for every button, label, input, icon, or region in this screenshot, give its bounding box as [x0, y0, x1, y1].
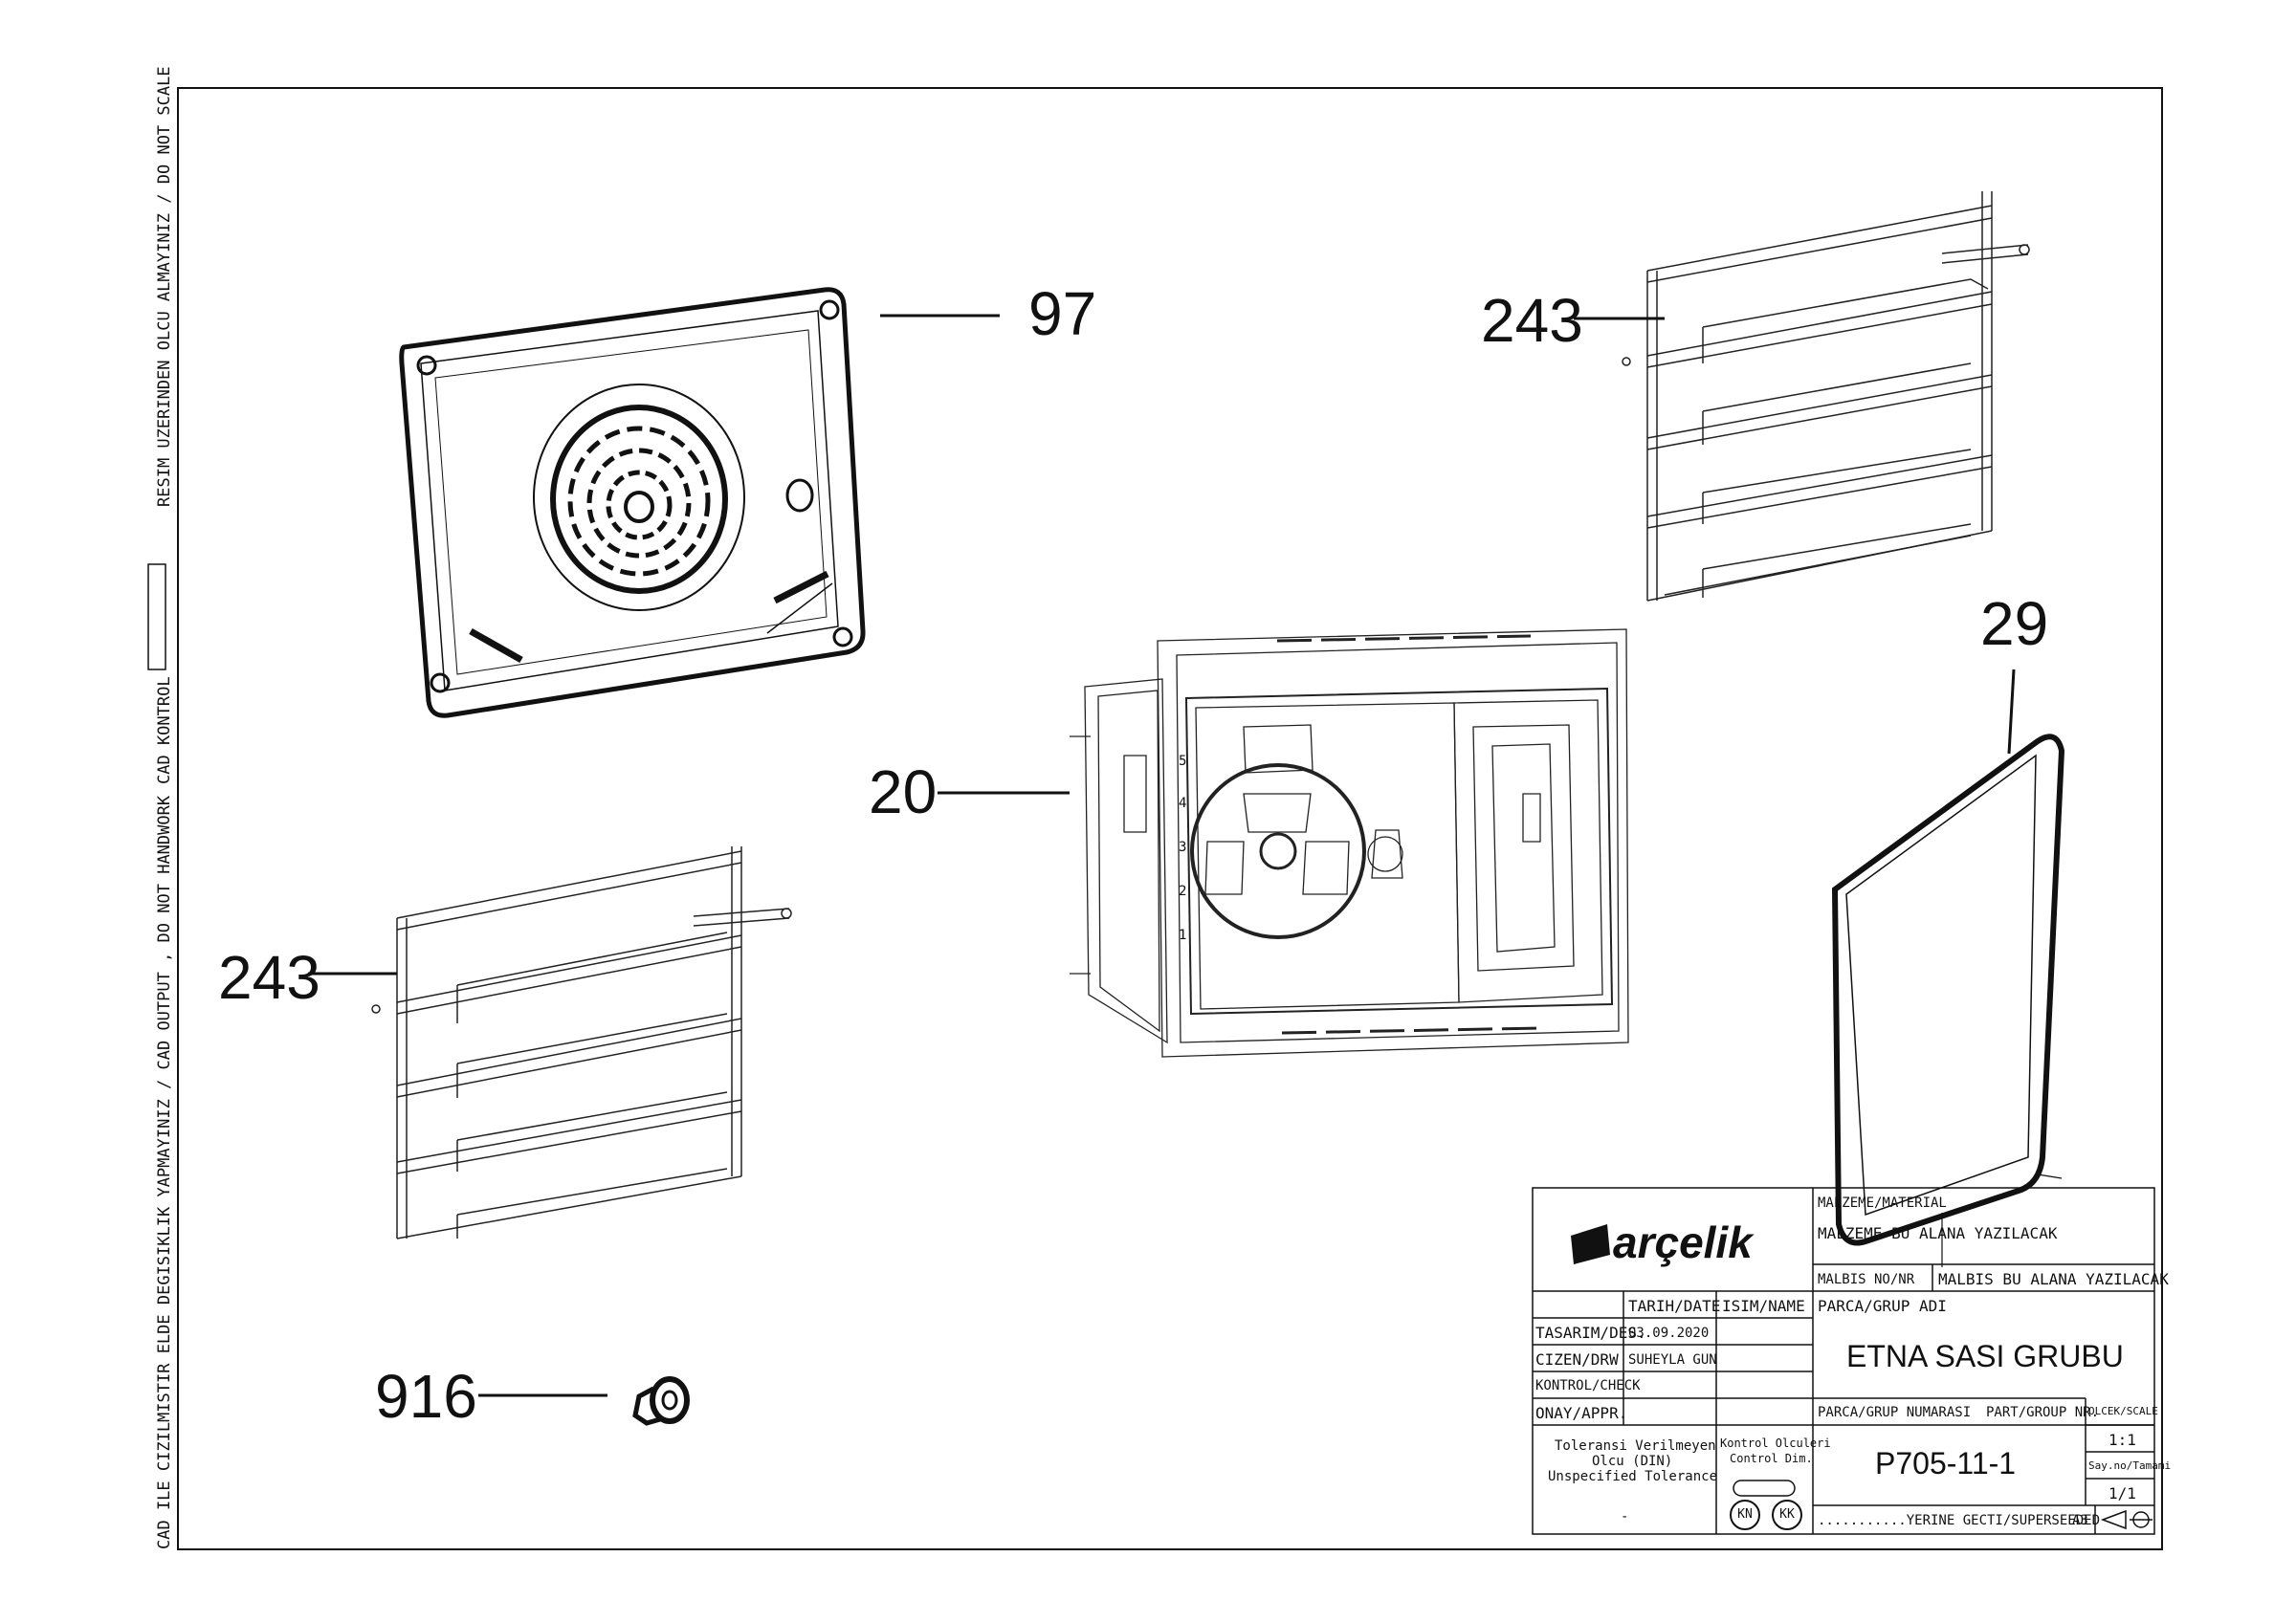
rail-number-2: 2: [1179, 884, 1187, 899]
arcelik-logo-mark: [1571, 1224, 1610, 1264]
row-date-drawn: SUHEYLA GUN: [1628, 1352, 1717, 1368]
part-number-label-en: PART/GROUP NR.: [1986, 1405, 2100, 1420]
name-header: ISIM/NAME: [1722, 1297, 1805, 1315]
callout-243-left: 243: [218, 943, 320, 1012]
cad-kontrol-note: CAD KONTROL: [155, 676, 174, 784]
callout-916: 916: [375, 1362, 477, 1431]
scale-value: 1:1: [2108, 1431, 2136, 1449]
scale-label: OLCEK/SCALE: [2088, 1405, 2158, 1417]
door-gasket-part: [1835, 736, 2062, 1267]
sheet-size: A3: [2072, 1513, 2088, 1528]
superseded-text: ...........YERINE GECTI/SUPERSEEDED: [1818, 1513, 2101, 1528]
rail-number-5: 5: [1179, 754, 1187, 769]
row-label-approve: ONAY/APPR.: [1535, 1404, 1628, 1422]
rail-number-3: 3: [1179, 840, 1187, 855]
arcelik-logo: arçelik: [1613, 1217, 1753, 1267]
fan-cover-part: [402, 290, 863, 715]
part-number-label: PARCA/GRUP NUMARASI: [1818, 1405, 1972, 1420]
tolerance-line-1: Toleransi Verilmeyen: [1555, 1438, 1716, 1454]
drawing-frame: [178, 88, 2162, 1549]
sheet-value: 1/1: [2108, 1484, 2136, 1502]
row-date-design: 03.09.2020: [1628, 1326, 1710, 1341]
wire-rack-left: [372, 846, 791, 1239]
do-not-scale-note: RESIM UZERINDEN OLCU ALMAYINIZ / DO NOT …: [155, 66, 174, 507]
bush-part: [635, 1379, 687, 1423]
callout-29: 29: [1980, 589, 2049, 658]
tolerance-line-2: Olcu (DIN): [1592, 1454, 1673, 1469]
rail-number-1: 1: [1179, 928, 1187, 943]
part-number: P705-11-1: [1875, 1446, 2017, 1480]
rail-number-4: 4: [1179, 796, 1187, 811]
material-value: MALZEME BU ALANA YAZILACAK: [1818, 1224, 2058, 1242]
tolerance-line-3: Unspecified Tolerance: [1548, 1469, 1718, 1484]
kn-mark: KN: [1730, 1500, 1760, 1530]
row-label-design: TASARIM/DES.: [1535, 1324, 1646, 1342]
title-block-grid: [1533, 1188, 2154, 1534]
cad-output-note: CAD ILE CIZILMISTIR ELDE DEGISIKLIK YAPM…: [155, 795, 174, 1549]
callout-243-top: 243: [1481, 286, 1583, 355]
malbis-label: MALBIS NO/NR: [1818, 1272, 1915, 1287]
oven-chassis-part: [1070, 629, 1628, 1057]
cad-kontrol-box: [148, 564, 166, 669]
date-header: TARIH/DATE: [1628, 1297, 1721, 1315]
row-label-drawn: CIZEN/DRW: [1535, 1350, 1619, 1369]
control-line-2: Control Dim.: [1730, 1452, 1813, 1465]
tolerance-value: -: [1621, 1509, 1629, 1524]
material-label: MALZEME/MATERIAL: [1818, 1195, 1947, 1211]
wire-rack-top: [1623, 191, 2029, 601]
part-group-name: ETNA SASI GRUBU: [1846, 1339, 2124, 1373]
sheet-label: Say.no/Tamami: [2088, 1459, 2172, 1472]
callout-97: 97: [1028, 279, 1097, 348]
callout-20: 20: [869, 757, 938, 826]
kk-mark: KK: [1772, 1500, 1802, 1530]
control-line-1: Kontrol Olculeri: [1720, 1437, 1831, 1450]
leader-29: [2009, 669, 2014, 754]
malbis-value: MALBIS BU ALANA YAZILACAK: [1938, 1270, 2169, 1288]
part-group-label: PARCA/GRUP ADI: [1818, 1297, 1947, 1315]
row-label-check: KONTROL/CHECK: [1535, 1378, 1641, 1393]
